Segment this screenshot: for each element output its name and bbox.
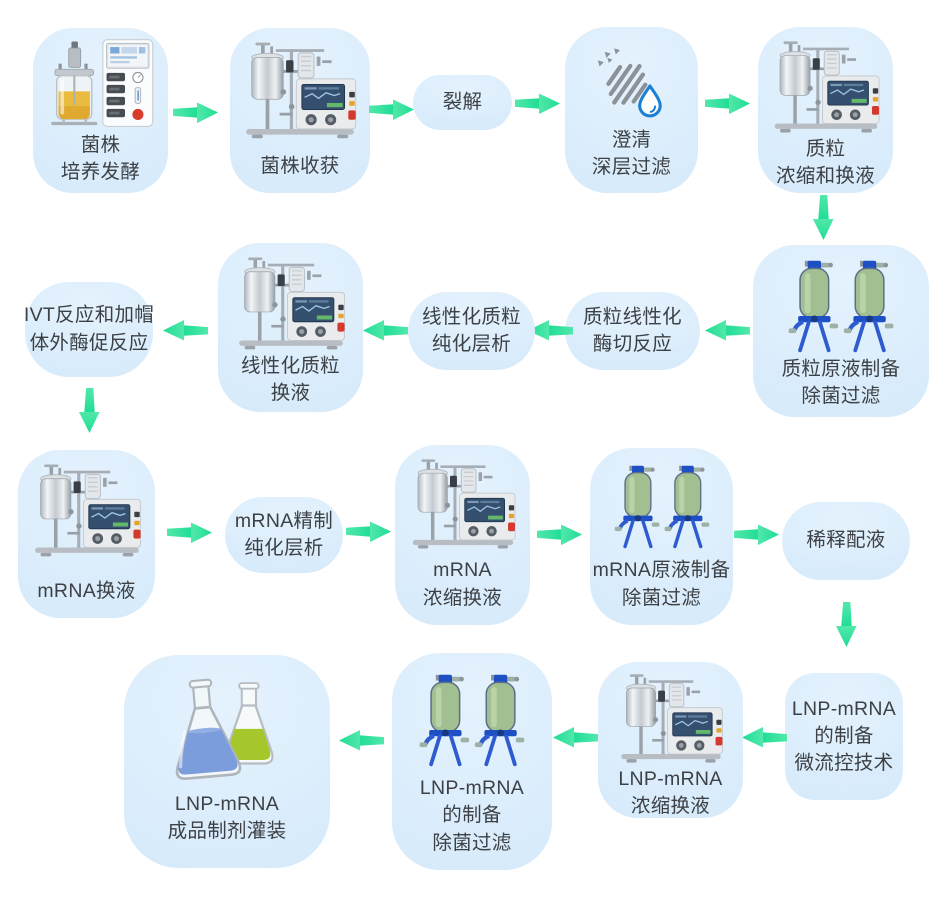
flow-arrow-right-icon [167,520,213,546]
node-mrna-purification: mRNA精制纯化层析 [225,497,343,573]
node-strain-culture: 菌株培养发酵 [33,28,168,193]
flow-arrow-right-icon [537,522,583,548]
node-plasmid-concentration: 质粒浓缩和换液 [758,27,893,193]
node-linearized-plasmid-purification: 线性化质粒纯化层析 [408,292,535,370]
node-dilution: 稀释配液 [782,502,910,580]
node-strain-harvest: 菌株收获 [230,28,370,193]
flow-arrow-right-icon [346,519,392,545]
node-mrna-bulk-sterile-filtration-label: mRNA原液制备除菌过滤 [592,559,731,609]
flow-arrow-left-icon [552,724,598,750]
node-clarification: 澄清深层过滤 [565,27,698,193]
node-plasmid-bulk-sterile-filtration-label: 质粒原液制备除菌过滤 [781,358,901,408]
node-linearized-plasmid-exchange-label: 线性化质粒换液 [240,355,340,405]
flow-arrow-left-icon [704,317,750,343]
node-strain-harvest-label: 菌株收获 [260,154,340,177]
node-mrna-exchange: mRNA换液 [18,450,155,618]
node-ivt-capping-reaction: IVT反应和加帽体外酶促反应 [23,282,155,377]
node-mrna-bulk-sterile-filtration: mRNA原液制备除菌过滤 [590,448,733,625]
tff-system-illustration [403,455,523,552]
filter-columns-illustration [780,257,902,356]
node-lysis: 裂解 [413,75,512,130]
node-mrna-purification-label: mRNA精制纯化层析 [234,509,334,559]
node-mrna-exchange-label: mRNA换液 [37,579,136,602]
flow-arrow-left-icon [741,724,787,750]
node-lysis-label: 裂解 [442,90,483,113]
node-clarification-label: 澄清深层过滤 [591,129,672,179]
flow-arrow-right-icon [515,91,561,117]
flow-arrow-right-icon [173,100,219,126]
node-dilution-label: 稀释配液 [806,529,886,552]
flow-arrow-left-icon [338,727,384,753]
tff-system-illustration [765,37,887,136]
node-strain-culture-label: 菌株培养发酵 [60,134,141,184]
flow-arrow-left-icon [162,317,208,343]
filter-columns-illustration [607,462,717,552]
flow-arrow-down-icon [833,602,859,648]
node-plasmid-linearization: 质粒线性化酶切反应 [565,292,700,370]
flow-arrow-left-icon [362,317,408,343]
node-plasmid-bulk-sterile-filtration: 质粒原液制备除菌过滤 [753,245,929,417]
flow-arrow-right-icon [705,91,751,117]
node-plasmid-concentration-label: 质粒浓缩和换液 [775,138,875,188]
filter-columns-illustration [411,671,533,770]
flow-arrow-right-icon [369,97,415,123]
flasks-illustration [162,677,292,791]
node-linearized-plasmid-exchange: 线性化质粒换液 [218,243,363,412]
flow-arrow-right-icon [734,522,780,548]
node-linearized-plasmid-purification-label: 线性化质粒纯化层析 [421,305,521,355]
flow-arrow-down-icon [76,388,102,434]
benchtop-fermenter-illustration [41,36,161,132]
node-ivt-capping-reaction-label: IVT反应和加帽体外酶促反应 [23,304,155,354]
tff-system-illustration [236,38,364,142]
tff-system-illustration [25,460,149,560]
depth-filter-icon [591,45,673,127]
flow-arrow-down-icon [810,195,836,241]
tff-system-illustration [609,670,733,766]
node-plasmid-linearization-label: 质粒线性化酶切反应 [582,305,682,355]
tff-system-illustration [228,253,354,353]
